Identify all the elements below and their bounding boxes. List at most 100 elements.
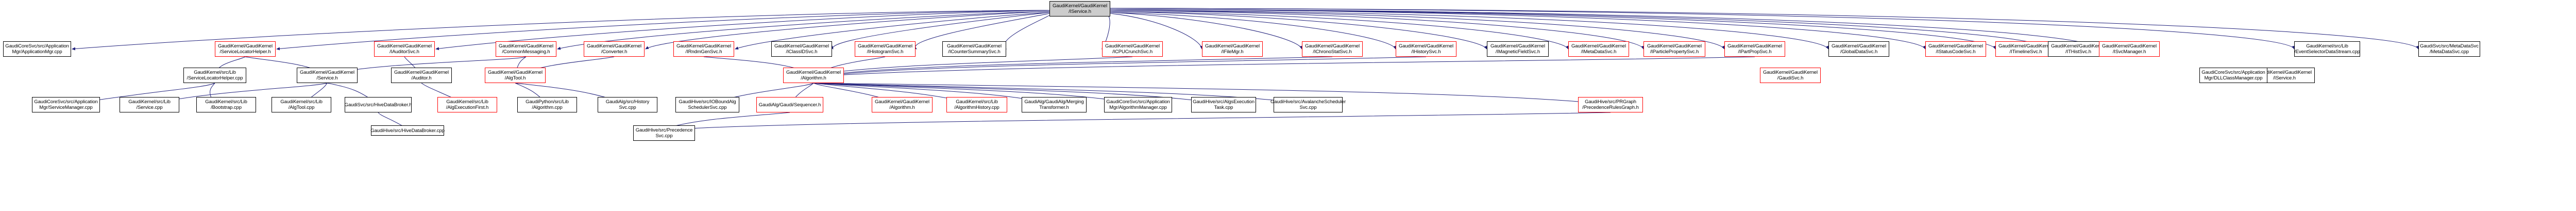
graph-node[interactable]: GaudiKernel/GaudiKernel /IRndmGenSvc.h xyxy=(673,41,734,57)
graph-node[interactable]: GaudiHive/src/HiveDataBroker.cpp xyxy=(370,125,445,136)
graph-node-label: GaudiKernel/src/Lib /Bootstrap.cpp xyxy=(205,99,247,110)
graph-node[interactable]: GaudiKernel/GaudiKernel /Algorithm.h xyxy=(872,97,933,112)
graph-node[interactable]: GaudiAlg/src/History Svc.cpp xyxy=(598,97,657,112)
graph-node-label: GaudiKernel/GaudiKernel /IMetaDataSvc.h xyxy=(1571,43,1626,55)
graph-node-label: GaudiKernel/GaudiKernel /IPartPropSvc.h xyxy=(1727,43,1782,55)
graph-node-label: GaudiKernel/GaudiKernel /AlgTool.h xyxy=(488,70,543,81)
graph-node[interactable]: GaudiKernel/src/Lib /Service.cpp xyxy=(120,97,179,112)
graph-node-label: GaudiKernel/src/Lib /AlgExecutionFirst.h xyxy=(446,99,489,110)
graph-node[interactable]: GaudiKernel/src/Lib /Bootstrap.cpp xyxy=(196,97,256,112)
graph-node-label: GaudiKernel/GaudiKernel /IService.h xyxy=(2257,70,2312,81)
graph-node[interactable]: GaudiKernel/GaudiKernel /CommonMessaging… xyxy=(496,41,556,57)
graph-node[interactable]: GaudiKernel/GaudiKernel /IHistogramSvc.h xyxy=(855,41,916,57)
graph-node[interactable]: GaudiKernel/src/Lib /EventSelectorDataSt… xyxy=(2294,41,2360,57)
graph-node[interactable]: GaudiKernel/GaudiKernel /ISvcManager.h xyxy=(2099,41,2160,57)
graph-node[interactable]: GaudiKernel/src/Lib /AlgExecutionFirst.h xyxy=(437,97,497,112)
graph-node-label: GaudiKernel/GaudiKernel /GaudiSvc.h xyxy=(1763,70,1818,81)
graph-node[interactable]: GaudiKernel/GaudiKernel /IChronoStatSvc.… xyxy=(1302,41,1363,57)
graph-node-label: GaudiKernel/src/Lib /AlgTool.cpp xyxy=(280,99,323,110)
graph-node-label: GaudiKernel/GaudiKernel /IClassIDSvc.h xyxy=(774,43,829,55)
graph-node-label: GaudiAlg/GaudiAlg/Merging Transformer.h xyxy=(1024,99,1084,110)
graph-node[interactable]: GaudiKernel/GaudiKernel /Algorithm.h xyxy=(783,68,844,83)
graph-node[interactable]: GaudiKernel/GaudiKernel /IFileMgr.h xyxy=(1202,41,1263,57)
graph-node-label: GaudiKernel/GaudiKernel /IChronoStatSvc.… xyxy=(1305,43,1360,55)
graph-node[interactable]: GaudiSvc/src/HiveDataBroker.h xyxy=(345,97,412,112)
graph-node[interactable]: GaudiKernel/GaudiKernel /IStatusCodeSvc.… xyxy=(1925,41,1986,57)
graph-node-label: GaudiKernel/GaudiKernel /Algorithm.h xyxy=(875,99,929,110)
graph-node-label: GaudiKernel/GaudiKernel /GlobalDataSvc.h xyxy=(1832,43,1886,55)
graph-node-label: GaudiKernel/GaudiKernel /Service.h xyxy=(300,70,354,81)
graph-node[interactable]: GaudiKernel/GaudiKernel /Converter.h xyxy=(584,41,645,57)
graph-node-label: GaudiKernel/GaudiKernel /IMagneticFieldS… xyxy=(1490,43,1545,55)
graph-node-label: GaudiCoreSvc/src/Application Mgr/Algorit… xyxy=(1106,99,1170,110)
graph-node-label: GaudiKernel/GaudiKernel /IStatusCodeSvc.… xyxy=(1928,43,1983,55)
graph-node[interactable]: GaudiKernel/src/Lib /ServiceLocatorHelpe… xyxy=(183,68,246,83)
graph-node-label: GaudiKernel/GaudiKernel /IRndmGenSvc.h xyxy=(676,43,731,55)
graph-node-label: GaudiKernel/src/Lib /AlgorithmHistory.cp… xyxy=(954,99,999,110)
graph-node-label: GaudiSvc/src/MetaDataSvc /MetaDataSvc.cp… xyxy=(2420,43,2479,55)
graph-node[interactable]: GaudiKernel/GaudiKernel /ICounterSummary… xyxy=(942,41,1006,57)
graph-node-label: GaudiKernel/GaudiKernel /IAuditorSvc.h xyxy=(377,43,432,55)
graph-node-label: GaudiAlg/src/History Svc.cpp xyxy=(605,99,650,110)
graph-node-label: GaudiKernel/GaudiKernel /IHistorySvc.h xyxy=(1399,43,1453,55)
graph-node-label: GaudiKernel/GaudiKernel /Converter.h xyxy=(587,43,641,55)
graph-node-label: GaudiHive/src/PRGraph /PrecedenceRulesGr… xyxy=(1582,99,1639,110)
graph-node-label: GaudiHive/src/Precedence Svc.cpp xyxy=(635,127,693,139)
graph-node-label: GaudiSvc/src/HiveDataBroker.h xyxy=(344,102,412,108)
graph-node[interactable]: GaudiCoreSvc/src/Application Mgr/Service… xyxy=(32,97,100,112)
graph-node-label: GaudiHive/src/HiveDataBroker.cpp xyxy=(370,127,445,134)
graph-node[interactable]: GaudiKernel/GaudiKernel /ICPUCrunchSvc.h xyxy=(1102,41,1163,57)
graph-node-label: GaudiCoreSvc/src/Application Mgr/Applica… xyxy=(5,43,69,55)
graph-node-label: GaudiKernel/GaudiKernel /ICounterSummary… xyxy=(947,43,1002,55)
graph-node[interactable]: GaudiAlg/GaudiAlg/Merging Transformer.h xyxy=(1022,97,1087,112)
graph-node-label: GaudiKernel/GaudiKernel /CommonMessaging… xyxy=(499,43,553,55)
graph-node[interactable]: GaudiKernel/GaudiKernel /AlgTool.h xyxy=(485,68,546,83)
graph-node-label: GaudiKernel/GaudiKernel /ITHistSvc.h xyxy=(2051,43,2106,55)
graph-node-label: GaudiKernel/src/Lib /ServiceLocatorHelpe… xyxy=(187,70,243,81)
graph-node-root[interactable]: GaudiKernel/GaudiKernel /IService.h xyxy=(1049,1,1110,17)
graph-node[interactable]: GaudiHive/src/IOBoundAlg SchedulerSvc.cp… xyxy=(675,97,739,112)
graph-node[interactable]: GaudiKernel/GaudiKernel /GlobalDataSvc.h xyxy=(1828,41,1889,57)
graph-node-label: GaudiKernel/GaudiKernel /ISvcManager.h xyxy=(2102,43,2157,55)
graph-node[interactable]: GaudiCoreSvc/src/Application Mgr/DLLClas… xyxy=(2199,68,2267,83)
graph-node-label: GaudiCoreSvc/src/Application Mgr/Service… xyxy=(34,99,98,110)
graph-node[interactable]: GaudiKernel/GaudiKernel /Auditor.h xyxy=(391,68,452,83)
graph-node-label: GaudiKernel/GaudiKernel /IHistogramSvc.h xyxy=(858,43,912,55)
graph-node[interactable]: GaudiHive/src/AvalancheScheduler Svc.cpp xyxy=(1270,97,1346,112)
graph-node-label: GaudiKernel/GaudiKernel /ITimelineSvc.h xyxy=(1998,43,2053,55)
graph-node[interactable]: GaudiHive/src/AlgsExecution Task.cpp xyxy=(1191,97,1256,112)
graph-node-label: GaudiKernel/GaudiKernel /ICPUCrunchSvc.h xyxy=(1105,43,1160,55)
graph-node[interactable]: GaudiHive/src/PRGraph /PrecedenceRulesGr… xyxy=(1578,97,1643,112)
graph-node-label: GaudiKernel/src/Lib /EventSelectorDataSt… xyxy=(2294,43,2360,55)
graph-node-label: GaudiKernel/GaudiKernel /IService.h xyxy=(1053,3,1107,14)
graph-node-label: GaudiHive/src/IOBoundAlg SchedulerSvc.cp… xyxy=(679,99,736,110)
graph-node[interactable]: GaudiKernel/GaudiKernel /IMagneticFieldS… xyxy=(1487,41,1549,57)
graph-node-label: GaudiKernel/GaudiKernel /IParticleProper… xyxy=(1647,43,1702,55)
graph-node[interactable]: GaudiKernel/GaudiKernel /IAuditorSvc.h xyxy=(374,41,435,57)
graph-node[interactable]: GaudiKernel/GaudiKernel /IClassIDSvc.h xyxy=(771,41,832,57)
graph-node-label: GaudiPython/src/Lib /Algorithm.cpp xyxy=(526,99,569,110)
graph-node[interactable]: GaudiSvc/src/MetaDataSvc /MetaDataSvc.cp… xyxy=(2418,41,2480,57)
graph-node[interactable]: GaudiKernel/GaudiKernel /ServiceLocatorH… xyxy=(215,41,276,57)
graph-node[interactable]: GaudiKernel/GaudiKernel /ITHistSvc.h xyxy=(2048,41,2109,57)
graph-node-label: GaudiHive/src/AvalancheScheduler Svc.cpp xyxy=(1270,99,1346,110)
graph-node[interactable]: GaudiKernel/GaudiKernel /IPartPropSvc.h xyxy=(1724,41,1785,57)
graph-node[interactable]: GaudiKernel/src/Lib /AlgorithmHistory.cp… xyxy=(946,97,1007,112)
graph-node[interactable]: GaudiCoreSvc/src/Application Mgr/Applica… xyxy=(3,41,71,57)
graph-node-label: GaudiCoreSvc/src/Application Mgr/DLLClas… xyxy=(2201,70,2265,81)
graph-node[interactable]: GaudiCoreSvc/src/Application Mgr/Algorit… xyxy=(1104,97,1172,112)
graph-node[interactable]: GaudiKernel/GaudiKernel /IHistorySvc.h xyxy=(1396,41,1456,57)
graph-node[interactable]: GaudiPython/src/Lib /Algorithm.cpp xyxy=(517,97,577,112)
graph-node[interactable]: GaudiKernel/GaudiKernel /IMetaDataSvc.h xyxy=(1568,41,1629,57)
graph-node-label: GaudiKernel/src/Lib /Service.cpp xyxy=(128,99,171,110)
graph-node[interactable]: GaudiKernel/GaudiKernel /ITimelineSvc.h xyxy=(1995,41,2056,57)
graph-node[interactable]: GaudiAlg/Gaudi/Sequencer.h xyxy=(756,97,823,112)
graph-node[interactable]: GaudiKernel/GaudiKernel /IParticleProper… xyxy=(1643,41,1705,57)
graph-node[interactable]: GaudiHive/src/Precedence Svc.cpp xyxy=(633,125,695,141)
graph-node[interactable]: GaudiKernel/GaudiKernel /GaudiSvc.h xyxy=(1760,68,1821,83)
graph-node-label: GaudiAlg/Gaudi/Sequencer.h xyxy=(758,102,821,108)
graph-node[interactable]: GaudiKernel/src/Lib /AlgTool.cpp xyxy=(272,97,331,112)
graph-node-label: GaudiKernel/GaudiKernel /Auditor.h xyxy=(394,70,449,81)
graph-node[interactable]: GaudiKernel/GaudiKernel /Service.h xyxy=(297,68,358,83)
